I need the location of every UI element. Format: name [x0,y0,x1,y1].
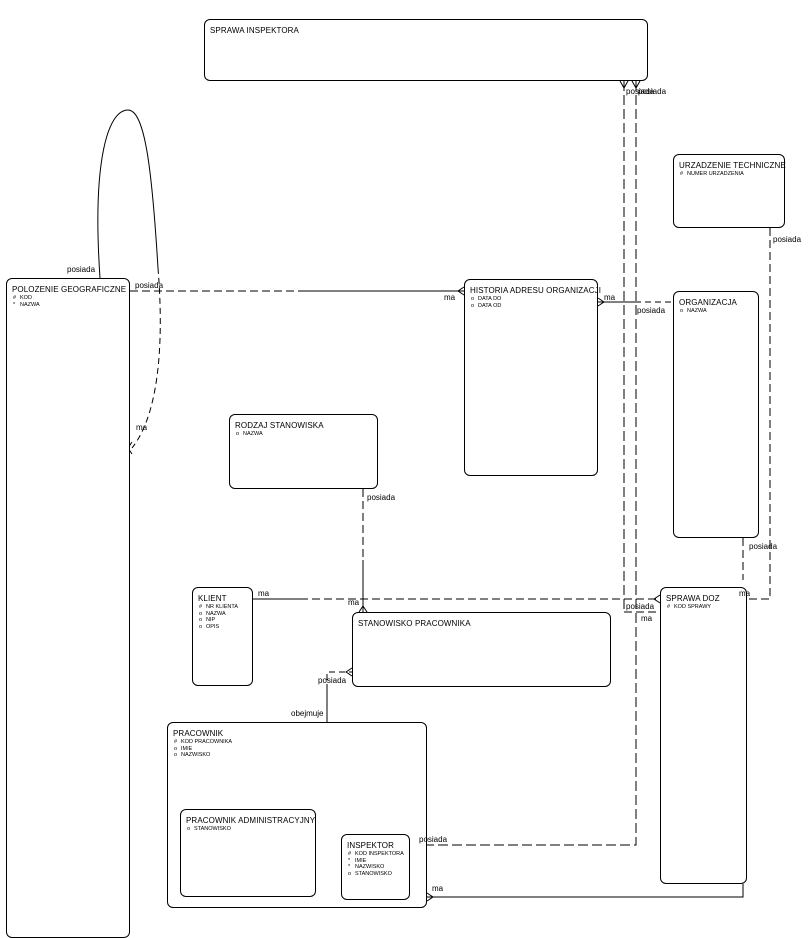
relationship-label: posiada [367,493,396,502]
relation-line-urzadzenie-doz [747,228,771,600]
entity-stanowisko-pracownika[interactable]: STANOWISKO PRACOWNIKA [352,612,611,687]
relationship-label: posiada [638,87,667,96]
crow-foot-stanowisko-left [345,667,353,677]
relationship-label: ma [136,423,148,432]
entity-name: INSPEKTOR [347,841,394,850]
crow-foot-sprawa-1 [619,80,629,90]
relationship-label: posiada [419,835,448,844]
attribute: #KOD SPRAWY [667,604,712,610]
relation-line-doz-pracownik [427,884,744,898]
attribute: #KOD PRACOWNIKA [174,739,233,745]
crow-foot-doz-left [653,594,661,604]
entity-inspektor[interactable]: INSPEKTOR #KOD INSPEKTORA *IMIE *NAZWISK… [341,834,410,900]
relation-line-sprawa-inspektora-2 [427,81,637,846]
crow-foot-historia-right [597,297,605,307]
entity-name: HISTORIA ADRESU ORGANIZACJI [470,286,602,295]
attribute-list: #KOD *NAZWA [13,295,40,308]
entity-name: PRACOWNIK [173,729,224,738]
entity-sprawa-doz[interactable]: SPRAWA DOZ #KOD SPRAWY [660,587,747,884]
entity-sprawa-inspektora[interactable]: SPRAWA INSPEKTORA [204,19,648,81]
relationship-label: ma [604,293,616,302]
relationship-label: ma [432,884,444,893]
attribute: #NR KLIENTA [199,604,238,610]
attribute: #NUMER URZADZENIA [680,171,744,177]
relationship-label: posiada [626,602,655,611]
relationship-label: posiada [318,676,347,685]
relationship-label: posiada [626,87,655,96]
attribute-list: #KOD SPRAWY [667,604,711,611]
entity-name: KLIENT [198,594,227,603]
entity-name: RODZAJ STANOWISKA [235,421,324,430]
crow-foot-historia-left [457,286,465,296]
entity-name: STANOWISKO PRACOWNIKA [358,619,471,628]
relationship-label: posiada [135,281,164,290]
entity-name: PRACOWNIK ADMINISTRACYJNY [186,816,316,825]
relationship-label: ma [739,589,751,598]
entity-polozenie-geograficzne[interactable]: POLOZENIE GEOGRAFICZNE #KOD *NAZWA [6,278,130,938]
crow-foot-sprawa-2 [631,80,641,90]
crow-foot-stanowisko-top [358,605,368,613]
relation-line-polozenie-self [97,109,159,279]
relationship-label: posiada [637,306,666,315]
attribute: *IMIE [348,857,367,864]
relationship-label: ma [348,598,360,607]
attribute: *NAZWISKO [348,864,385,871]
attribute: #KOD [13,295,32,301]
entity-name: POLOZENIE GEOGRAFICZNE [12,285,127,294]
relation-line-pracownik-stanowisko-dashed [326,671,352,690]
relationship-label: posiada [773,235,802,244]
attribute-list: #NUMER URZADZENIA [680,171,744,178]
entity-name: ORGANIZACJA [679,298,737,307]
entity-urzadzenie-techniczne[interactable]: URZADZENIE TECHNICZNE #NUMER URZADZENIA [673,154,786,228]
relationship-label: ma [444,293,456,302]
relationship-label: posiada [749,542,778,551]
relationship-label: ma [641,614,653,623]
crow-foot-pracownik [426,892,434,902]
relationship-label: posiada [67,265,96,274]
entity-name: URZADZENIE TECHNICZNE [679,161,786,170]
relationship-label: ma [258,589,270,598]
attribute: *NAZWA [13,301,40,308]
relationship-label: obejmuje [291,709,324,718]
relation-line-polozenie-self-optional [131,267,161,449]
entity-name: SPRAWA DOZ [666,594,720,603]
entity-name: SPRAWA INSPEKTORA [210,26,299,35]
attribute: #KOD INSPEKTORA [348,851,404,857]
